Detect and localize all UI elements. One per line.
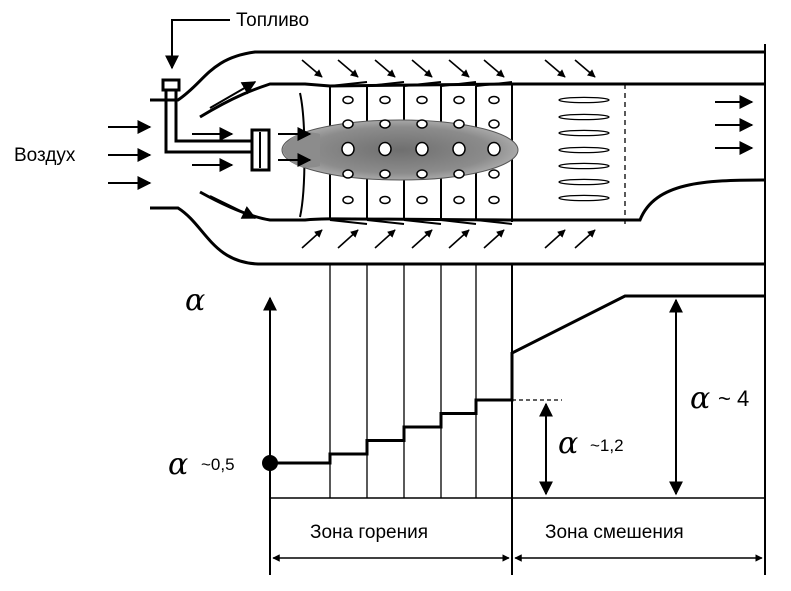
liner-air-arrow — [301, 229, 323, 249]
alpha-mid-value: ~1,2 — [590, 436, 624, 455]
air-inlet-arrows — [108, 120, 152, 190]
mixing-slot — [558, 178, 610, 186]
liner-air-arrow — [483, 229, 505, 249]
liner-hole — [416, 95, 428, 105]
liner-hole — [488, 95, 500, 105]
air-label: Воздух — [14, 145, 76, 166]
liner-hole — [488, 195, 500, 205]
flame-tube — [199, 82, 766, 222]
liner-hole — [452, 141, 466, 157]
liner-hole — [416, 169, 428, 179]
mixing-slot — [558, 96, 610, 104]
liner-hole — [379, 169, 391, 179]
graph-axes — [263, 296, 766, 575]
alpha-final-value: ~ 4 — [718, 386, 749, 411]
liner-hole — [453, 95, 465, 105]
liner-air-arrow — [374, 229, 396, 249]
liner-air-arrow — [574, 229, 596, 249]
liner-hole — [453, 119, 465, 129]
mixing-slot — [558, 146, 610, 154]
liner-hole — [488, 119, 500, 129]
liner-air-arrow — [448, 229, 470, 249]
alpha-start-point — [262, 455, 278, 471]
liner-air-arrow — [544, 59, 566, 78]
liner-hole — [453, 195, 465, 205]
fuel-arrow — [165, 19, 230, 70]
liner-air-arrows — [301, 59, 596, 249]
mixing-slot — [558, 162, 610, 170]
alpha-mid-symbol: α — [558, 426, 578, 461]
alpha-final-symbol: α — [690, 381, 710, 416]
liner-air-arrow — [544, 229, 566, 249]
liner-hole — [378, 141, 392, 157]
mixing-slot — [558, 194, 610, 202]
liner-air-arrow — [448, 59, 470, 78]
liner-hole — [416, 195, 428, 205]
liner-hole — [453, 169, 465, 179]
internal-air-arrows — [192, 81, 312, 219]
liner-hole — [379, 95, 391, 105]
liner-hole — [342, 195, 354, 205]
mixing-slot — [558, 129, 610, 137]
liner-air-arrow — [337, 229, 359, 249]
liner-hole — [342, 119, 354, 129]
liner-hole — [416, 119, 428, 129]
liner-hole — [342, 169, 354, 179]
fuel-label: Топливо — [236, 10, 309, 31]
liner-air-arrow — [337, 59, 359, 78]
liner-air-arrow — [301, 59, 323, 78]
exit-arrows — [715, 95, 754, 155]
liner-air-arrow — [411, 229, 433, 249]
liner-air-arrow — [411, 59, 433, 78]
mixing-slot — [558, 113, 610, 121]
liner-air-arrow — [374, 59, 396, 78]
liner-air-arrow — [483, 59, 505, 78]
combustion-zone-label: Зона горения — [310, 522, 428, 543]
liner-hole — [488, 169, 500, 179]
alpha-axis-label: α — [185, 283, 205, 318]
liner-hole — [341, 141, 355, 157]
liner-holes — [341, 95, 501, 205]
mixing-zone-label: Зона смешения — [545, 522, 684, 543]
flame-root — [282, 132, 320, 168]
outer-casing — [150, 44, 766, 300]
liner-hole — [379, 195, 391, 205]
liner-hole — [415, 141, 429, 157]
mixing-slots — [558, 96, 610, 202]
alpha-profile-curve — [270, 294, 765, 465]
liner-hole — [342, 95, 354, 105]
liner-air-arrow — [574, 59, 596, 78]
alpha-start-symbol: α — [168, 447, 188, 482]
liner-hole — [379, 119, 391, 129]
alpha-start-value: ~0,5 — [201, 455, 235, 474]
fuel-line — [161, 78, 252, 154]
liner-hole — [487, 141, 501, 157]
